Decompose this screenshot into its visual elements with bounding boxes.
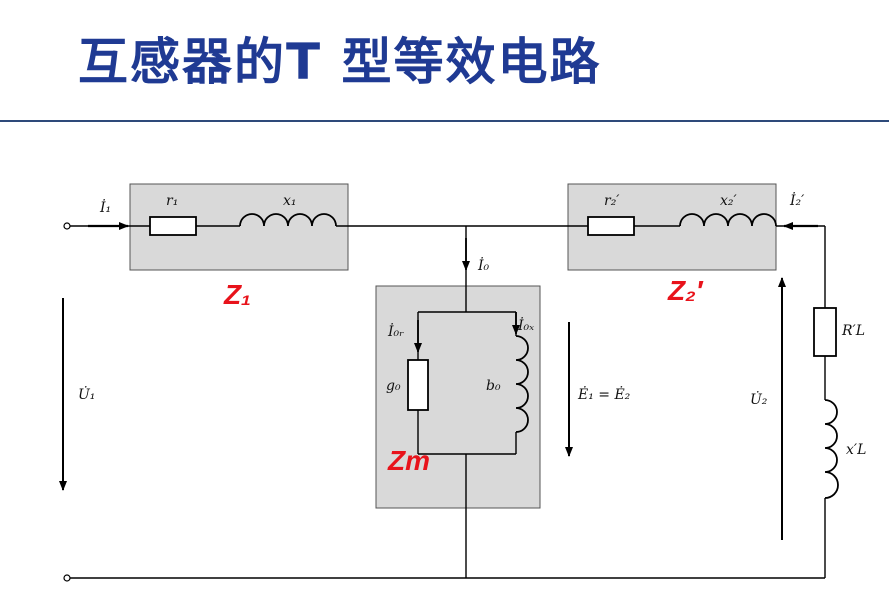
b0-inductor xyxy=(515,335,529,433)
z2-box xyxy=(567,183,777,271)
e-label: Ė₁ = Ė₂ xyxy=(577,385,631,403)
input-terminal-bottom xyxy=(63,574,71,582)
x1-label: x₁ xyxy=(283,193,297,209)
i0r-label: İ₀ᵣ xyxy=(387,322,404,340)
i0x-label: İ₀ₓ xyxy=(517,316,534,334)
xl-inductor xyxy=(824,399,839,499)
xl-label: x′L xyxy=(846,442,866,458)
x2-inductor xyxy=(679,213,777,227)
rl-label: R′L xyxy=(841,323,865,339)
g0-conductance xyxy=(407,359,429,411)
r1-resistor xyxy=(149,216,197,236)
g0-label: g₀ xyxy=(386,378,401,394)
b0-label: b₀ xyxy=(486,378,501,394)
zm-label: Zm xyxy=(387,445,430,476)
x1-inductor xyxy=(239,213,337,227)
r2-resistor xyxy=(587,216,635,236)
i2-label: İ₂′ xyxy=(789,191,805,209)
r2-label: r₂′ xyxy=(604,193,620,209)
zm-box xyxy=(375,285,541,509)
i1-label: İ₁ xyxy=(99,198,111,216)
x2-label: x₂′ xyxy=(720,193,738,209)
z1-label: Z₁ xyxy=(223,279,251,310)
title-divider xyxy=(0,120,889,122)
i0-label: İ₀ xyxy=(477,256,490,274)
u1-label: U̇₁ xyxy=(78,385,95,403)
page-title: 互感器的T 型等效电路 xyxy=(78,33,602,91)
rl-resistor xyxy=(813,307,837,357)
r1-label: r₁ xyxy=(166,193,178,209)
u2-label: U̇₂ xyxy=(750,390,768,408)
input-terminal-top xyxy=(63,222,71,230)
z2-label: Z₂′ xyxy=(667,275,704,306)
